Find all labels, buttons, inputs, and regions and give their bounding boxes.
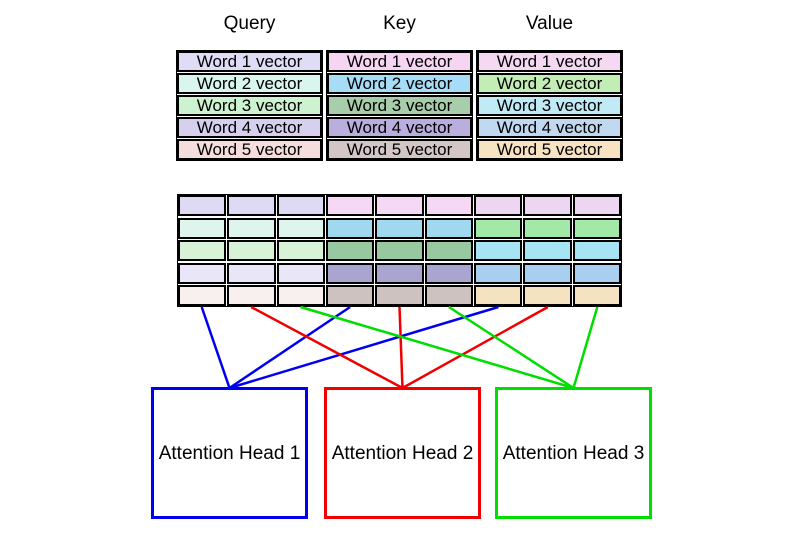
matrix-cell-r5-c6	[424, 285, 473, 306]
matrix-cell-r2-c1	[178, 217, 227, 239]
matrix-cell-r3-c5	[375, 240, 424, 261]
key-header: Key	[383, 13, 416, 34]
attention-line-head3-col3	[300, 305, 574, 390]
matrix-cell-r3-c8	[523, 240, 572, 261]
matrix-cell-r2-c3	[276, 217, 325, 239]
attention-line-head2-col2	[250, 305, 404, 390]
matrix-cell-r5-c4	[325, 285, 375, 306]
query-word-2-cell: Word 2 vector	[177, 73, 322, 94]
qkv-tables: Word 1 vector Word 2 vector Word 3 vecto…	[176, 50, 623, 161]
attention-line-head1-col4	[228, 305, 351, 390]
value-word-1-cell: Word 1 vector	[477, 51, 622, 72]
matrix-cell-r2-c4	[325, 217, 375, 239]
matrix-cell-r5-c5	[375, 285, 424, 306]
matrix-cell-r3-c2	[227, 240, 276, 261]
matrix-cell-r4-c9	[572, 262, 621, 284]
matrix-cell-r4-c4	[325, 262, 375, 284]
value-word-2-cell: Word 2 vector	[477, 73, 622, 94]
matrix-cell-r3-c4	[325, 240, 375, 261]
matrix-cell-r4-c8	[523, 262, 572, 284]
matrix-cell-r5-c2	[227, 285, 276, 306]
attention-line-head3-col9	[572, 306, 599, 389]
key-word-5-cell: Word 5 vector	[327, 139, 472, 160]
matrix-cell-r1-c5	[375, 195, 424, 216]
matrix-cell-r3-c1	[178, 240, 227, 261]
matrix-cell-r4-c3	[276, 262, 325, 284]
matrix-cell-r1-c9	[572, 195, 621, 216]
query-header: Query	[223, 13, 276, 34]
matrix-cell-r3-c7	[473, 240, 523, 261]
matrix-cell-r4-c1	[178, 262, 227, 284]
value-word-4-cell: Word 4 vector	[477, 117, 622, 138]
attention-head-1-box: Attention Head 1	[151, 387, 308, 519]
matrix-cell-r4-c2	[227, 262, 276, 284]
attention-head-3-label: Attention Head 3	[502, 442, 645, 464]
matrix-cell-r2-c9	[572, 217, 621, 239]
matrix-cell-r1-c7	[473, 195, 523, 216]
matrix-cell-r5-c3	[276, 285, 325, 306]
attention-head-3-box: Attention Head 3	[495, 387, 652, 519]
qkv-header-row: Query Key Value	[176, 13, 623, 35]
value-header: Value	[525, 13, 574, 34]
matrix-cell-r1-c3	[276, 195, 325, 216]
concat-matrix	[177, 194, 622, 307]
matrix-cell-r2-c8	[523, 217, 572, 239]
matrix-cell-r1-c6	[424, 195, 473, 216]
matrix-cell-r2-c7	[473, 217, 523, 239]
query-word-3-cell: Word 3 vector	[177, 95, 322, 116]
matrix-cell-r3-c6	[424, 240, 473, 261]
matrix-cell-r5-c1	[178, 285, 227, 306]
attention-line-head1-col7	[229, 305, 499, 390]
matrix-cell-r1-c1	[178, 195, 227, 216]
key-word-3-cell: Word 3 vector	[327, 95, 472, 116]
matrix-cell-r2-c6	[424, 217, 473, 239]
matrix-cell-r1-c4	[325, 195, 375, 216]
matrix-cell-r3-c9	[572, 240, 621, 261]
query-word-1-cell: Word 1 vector	[177, 51, 322, 72]
matrix-cell-r1-c8	[523, 195, 572, 216]
key-word-1-cell: Word 1 vector	[327, 51, 472, 72]
attention-line-head2-col5	[398, 306, 404, 389]
query-word-5-cell: Word 5 vector	[177, 139, 322, 160]
attention-line-head3-col6	[448, 305, 575, 390]
matrix-cell-r3-c3	[276, 240, 325, 261]
attention-line-head1-col1	[200, 306, 231, 389]
matrix-cell-r4-c5	[375, 262, 424, 284]
key-table: Word 1 vector Word 2 vector Word 3 vecto…	[326, 50, 473, 161]
attention-line-head2-col8	[401, 305, 549, 390]
matrix-cell-r5-c9	[572, 285, 621, 306]
value-word-5-cell: Word 5 vector	[477, 139, 622, 160]
key-word-2-cell: Word 2 vector	[327, 73, 472, 94]
attention-head-2-box: Attention Head 2	[324, 387, 481, 519]
attention-head-2-label: Attention Head 2	[331, 442, 474, 464]
value-word-3-cell: Word 3 vector	[477, 95, 622, 116]
matrix-cell-r2-c5	[375, 217, 424, 239]
matrix-cell-r4-c6	[424, 262, 473, 284]
matrix-cell-r1-c2	[227, 195, 276, 216]
key-word-4-cell: Word 4 vector	[327, 117, 472, 138]
query-word-4-cell: Word 4 vector	[177, 117, 322, 138]
attention-head-1-label: Attention Head 1	[158, 442, 301, 464]
matrix-cell-r4-c7	[473, 262, 523, 284]
query-table: Word 1 vector Word 2 vector Word 3 vecto…	[176, 50, 323, 161]
matrix-cell-r5-c7	[473, 285, 523, 306]
matrix-cell-r2-c2	[227, 217, 276, 239]
matrix-cell-r5-c8	[523, 285, 572, 306]
value-table: Word 1 vector Word 2 vector Word 3 vecto…	[476, 50, 623, 161]
